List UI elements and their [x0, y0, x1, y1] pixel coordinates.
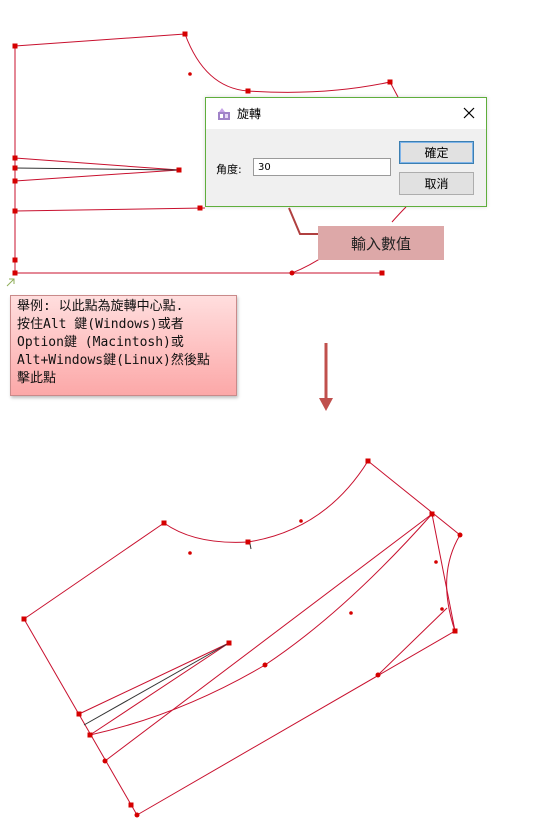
point[interactable]: [349, 611, 353, 615]
pattern-side-curve: [391, 206, 407, 223]
rotated-tick-mark: [249, 543, 252, 550]
point[interactable]: [161, 520, 167, 526]
rotated-dart-center-line: [83, 642, 230, 726]
dart-lower-leg: [14, 169, 180, 182]
close-button[interactable]: [458, 102, 480, 124]
point[interactable]: [440, 607, 444, 611]
point[interactable]: [182, 31, 188, 37]
angle-input[interactable]: [253, 158, 391, 176]
cursor-pointer-icon: [6, 278, 15, 287]
point[interactable]: [245, 539, 251, 545]
point[interactable]: [379, 270, 385, 276]
angle-label: 角度:: [216, 163, 242, 176]
point[interactable]: [452, 628, 458, 634]
input-value-callout: 輸入數值: [318, 226, 444, 260]
rotated-top-edge: [23, 522, 165, 620]
pattern-after: [23, 460, 461, 816]
point[interactable]: [12, 178, 18, 184]
dialog-title: 旋轉: [237, 107, 262, 121]
rotated-side-line: [431, 513, 456, 632]
point[interactable]: [188, 551, 192, 555]
rotated-dart-upper-leg: [78, 642, 230, 715]
point[interactable]: [21, 616, 27, 622]
point[interactable]: [434, 560, 438, 564]
point[interactable]: [365, 458, 371, 464]
point[interactable]: [226, 640, 232, 646]
rotated-bottom-edge: [136, 630, 456, 816]
point[interactable]: [12, 270, 18, 276]
pattern-before-points: [12, 31, 393, 276]
rotate-dialog: 旋轉 角度: 確定 取消: [205, 97, 487, 207]
point[interactable]: [299, 519, 303, 523]
dart-upper-leg: [14, 157, 180, 171]
rotated-dart-lower-leg: [89, 642, 230, 736]
rotated-neck-curve: [163, 522, 249, 543]
pattern-after-points: [21, 458, 463, 818]
point[interactable]: [289, 270, 295, 276]
point[interactable]: [387, 79, 393, 85]
rotated-waist-line: [104, 513, 433, 762]
point[interactable]: [12, 208, 18, 214]
rotated-left-edge: [23, 618, 138, 816]
point[interactable]: [429, 511, 435, 517]
point[interactable]: [188, 72, 192, 76]
pattern-before: [14, 33, 407, 274]
instruction-note: 舉例: 以此點為旋轉中心點. 按住Alt 鍵(Windows)或者 Option…: [10, 295, 237, 396]
point[interactable]: [12, 257, 18, 263]
point[interactable]: [245, 88, 251, 94]
rotated-shoulder-edge: [367, 460, 461, 536]
pattern-waist-line: [14, 207, 206, 212]
close-icon: [463, 107, 475, 119]
ok-button[interactable]: 確定: [399, 141, 474, 164]
pattern-shoulder-curve: [247, 81, 391, 93]
down-arrow-icon: [319, 343, 333, 411]
callout-leader: [288, 207, 318, 235]
app-icon: [218, 108, 230, 120]
point[interactable]: [102, 758, 108, 764]
point[interactable]: [176, 167, 182, 173]
point[interactable]: [87, 732, 93, 738]
cancel-button[interactable]: 取消: [399, 172, 474, 195]
dialog-titlebar[interactable]: 旋轉: [206, 98, 486, 129]
rotated-shoulder-curve: [247, 460, 369, 543]
pattern-neck-curve: [184, 33, 249, 92]
point[interactable]: [12, 43, 18, 49]
point[interactable]: [128, 802, 134, 808]
point[interactable]: [457, 532, 463, 538]
point[interactable]: [134, 812, 140, 818]
point[interactable]: [12, 165, 18, 171]
point[interactable]: [76, 711, 82, 717]
point[interactable]: [262, 662, 268, 668]
dart-center-line: [14, 167, 180, 171]
point[interactable]: [12, 155, 18, 161]
rotated-hem-line: [377, 607, 448, 676]
point[interactable]: [375, 672, 381, 678]
rotated-waist-curve: [89, 513, 433, 736]
pattern-top-edge: [14, 33, 186, 47]
point[interactable]: [197, 205, 203, 211]
rotated-armhole-curve: [446, 534, 461, 632]
